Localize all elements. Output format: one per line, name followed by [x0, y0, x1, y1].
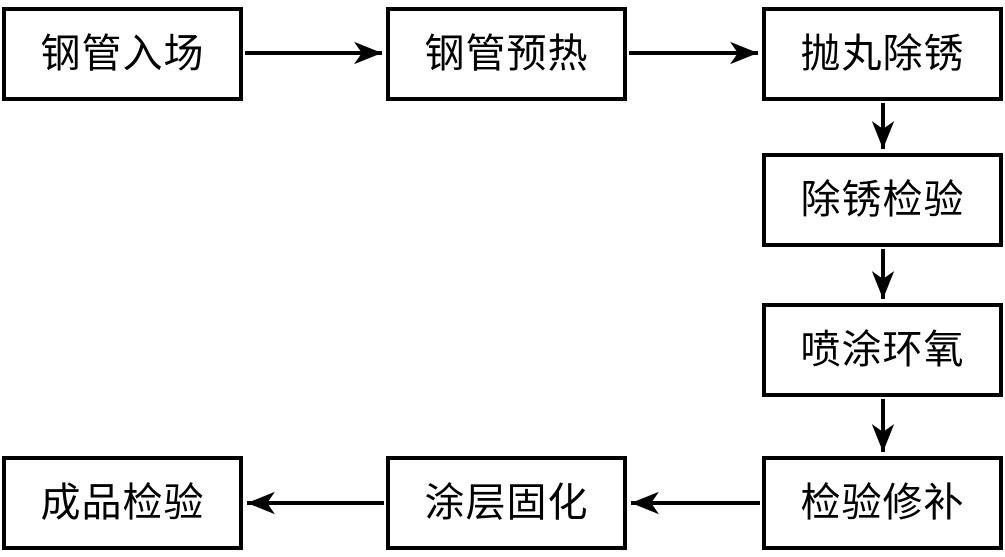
flow-box-label: 除锈检验: [800, 177, 965, 222]
flow-box-label: 钢管预热: [424, 31, 589, 76]
flow-box-derust-inspection: 除锈检验: [762, 153, 1003, 247]
flow-box-inspection-repair: 检验修补: [762, 456, 1003, 550]
flow-box-label: 钢管入场: [40, 31, 205, 76]
flow-box-label: 喷涂环氧: [800, 327, 965, 372]
flow-box-shot-blast-derust: 抛丸除锈: [762, 7, 1003, 101]
flow-box-steel-pipe-entry: 钢管入场: [2, 7, 243, 101]
flow-box-label: 抛丸除锈: [800, 31, 965, 76]
flow-box-final-inspection: 成品检验: [2, 456, 243, 550]
flow-box-spray-epoxy: 喷涂环氧: [762, 303, 1003, 397]
flow-box-coating-curing: 涂层固化: [386, 456, 627, 550]
flow-box-label: 涂层固化: [424, 480, 589, 525]
flow-box-steel-pipe-preheat: 钢管预热: [386, 7, 627, 101]
flow-box-label: 成品检验: [40, 480, 205, 525]
flow-box-label: 检验修补: [800, 480, 965, 525]
